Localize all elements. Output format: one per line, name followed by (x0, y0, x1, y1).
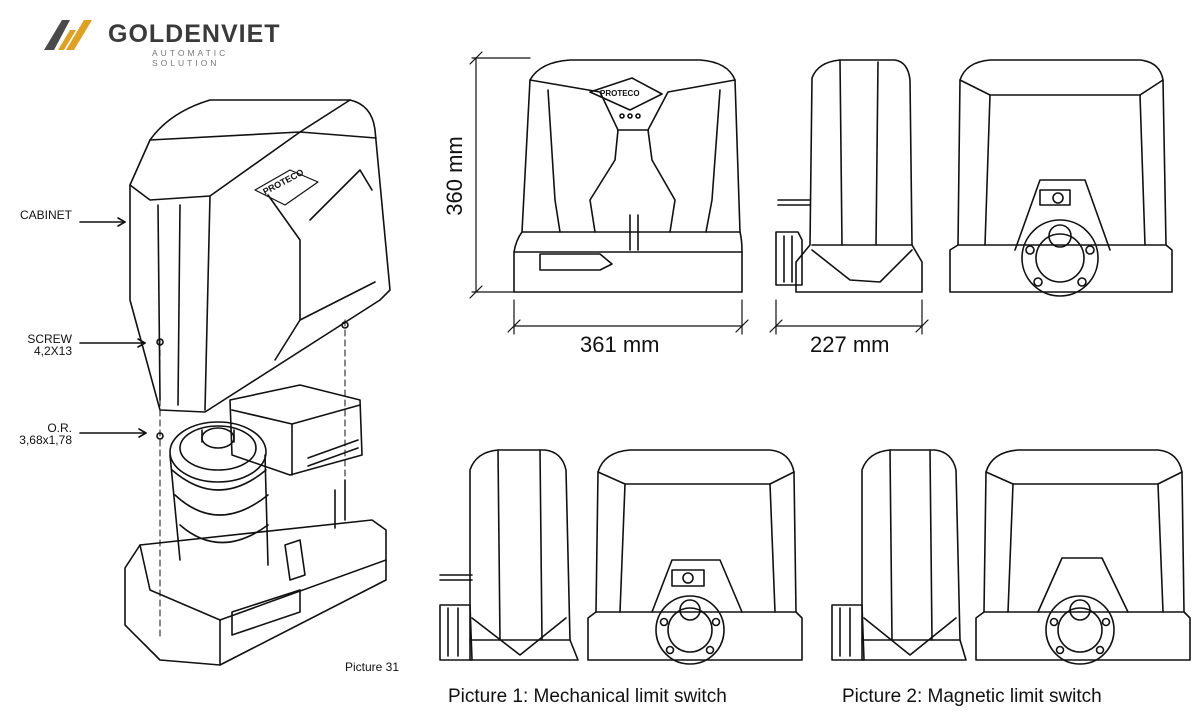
dimension-lines (469, 51, 929, 335)
exploded-cabinet (129, 99, 391, 413)
cabinet-label: CABINET (19, 208, 72, 222)
brand-tagline: AUTOMATIC SOLUTION (152, 48, 229, 68)
picture-1-caption: Picture 1: Mechanical limit switch (448, 686, 727, 707)
screw-right (341, 321, 349, 329)
goldenviet-logo: GOLDENVIET AUTOMATIC SOLUTION (40, 16, 281, 68)
screw-label: SCREW (27, 332, 72, 346)
o-ring (156, 432, 164, 440)
picture-31-caption: Picture 31 (345, 660, 400, 674)
brand-name: GOLDENVIET (108, 20, 281, 48)
picture-2-caption: Picture 2: Magnetic limit switch (842, 686, 1102, 707)
width-dimension: 361 mm (580, 332, 660, 357)
front-view-proteco-logo: PROTECO (600, 89, 640, 98)
picture-2-side-view (831, 449, 967, 661)
screw-left (156, 338, 164, 346)
rear-view (949, 59, 1173, 297)
picture-2-rear-view (975, 449, 1191, 665)
or-label: O.R. (47, 421, 72, 435)
or-size-label: 3,68x1,78 (19, 433, 72, 447)
front-view (513, 59, 743, 293)
depth-dimension: 227 mm (810, 332, 890, 357)
motor-base-assembly (124, 384, 387, 666)
side-view (775, 59, 923, 293)
goldenviet-logo-mark (44, 20, 92, 50)
exploded-proteco-logo: PROTECO (261, 167, 305, 197)
picture-1-rear-view (587, 449, 803, 665)
picture-1-side-view (439, 449, 579, 661)
screw-size-label: 4,2X13 (33, 344, 72, 358)
height-dimension: 360 mm (442, 136, 467, 216)
